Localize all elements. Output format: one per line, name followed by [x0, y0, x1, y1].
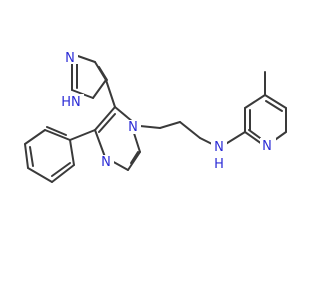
bond [69, 129, 96, 141]
bond [265, 100, 283, 112]
chemical-structure: N HN N N N H N [24, 50, 287, 183]
bond [92, 79, 107, 99]
bond [179, 121, 201, 139]
bond [24, 143, 29, 169]
bond [223, 131, 246, 146]
bond [94, 106, 116, 131]
bond [51, 162, 71, 177]
bond [24, 129, 46, 145]
atom-h-linker: H [214, 157, 224, 172]
bond [44, 129, 71, 141]
bond [159, 121, 181, 129]
atom-n-pyridine: N [262, 139, 272, 154]
atom-nh-imidazole-top: HN [61, 95, 81, 110]
bond [114, 106, 134, 123]
bond [29, 146, 34, 167]
propyl-linker [139, 121, 246, 146]
bond [248, 129, 261, 139]
atom-n3-imidazole-main: N [101, 155, 111, 170]
bond [46, 126, 67, 136]
atom-n1-imidazole-main: N [128, 120, 138, 135]
bond [51, 164, 75, 183]
bond [105, 79, 116, 108]
atom-labels: N HN N N N H N [60, 50, 276, 172]
bond [130, 151, 139, 164]
bond [244, 131, 263, 145]
bond [94, 129, 106, 158]
atom-nh-linker: N [214, 140, 224, 155]
bond [244, 94, 266, 109]
bond [74, 54, 96, 63]
bond [98, 66, 108, 81]
atom-n-imidazole-top: N [65, 51, 75, 66]
bond [69, 139, 75, 166]
bond [27, 167, 53, 183]
phenyl-ring [24, 126, 96, 183]
pyridine-ring [244, 71, 287, 145]
bond [127, 151, 141, 171]
bond [139, 125, 161, 129]
bond [98, 113, 116, 133]
bond [264, 94, 287, 109]
